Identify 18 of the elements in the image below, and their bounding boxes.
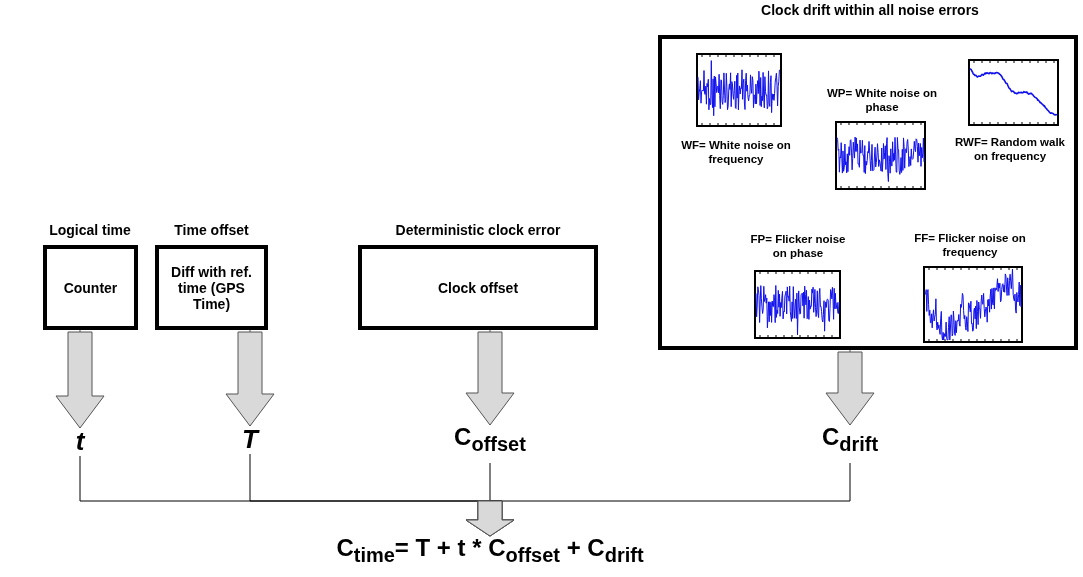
- box-text: Clock offset: [436, 279, 520, 296]
- box-text: Diff with ref. time (GPS Time): [170, 263, 253, 312]
- box-heading: Deterministic clock error: [394, 222, 562, 240]
- plot-caption: WP= White noise on phase: [826, 86, 938, 115]
- variable-label: C$_{offset}$: [435, 425, 545, 463]
- plot-caption: RWF= Random walk on frequency: [954, 135, 1066, 164]
- variable-label: t: [63, 428, 97, 456]
- plot-caption: WF= White noise on frequency: [680, 138, 792, 167]
- plot-caption: FF= Flicker noise on frequency: [914, 231, 1026, 260]
- variable-label: T: [233, 426, 267, 454]
- variable-label: C$_{drift}$: [800, 425, 900, 463]
- box-heading: Logical time: [48, 222, 132, 240]
- formula-text: C$_{time}$= T + t * C$_{offset}$ + C$_{drift}$: [275, 536, 705, 574]
- box-heading: Clock drift within all noise errors: [760, 2, 980, 20]
- connector-line: [465, 462, 851, 537]
- box-text: Counter: [62, 279, 119, 296]
- box-heading: Time offset: [173, 222, 250, 240]
- plot-caption: FP= Flicker noise on phase: [749, 232, 847, 261]
